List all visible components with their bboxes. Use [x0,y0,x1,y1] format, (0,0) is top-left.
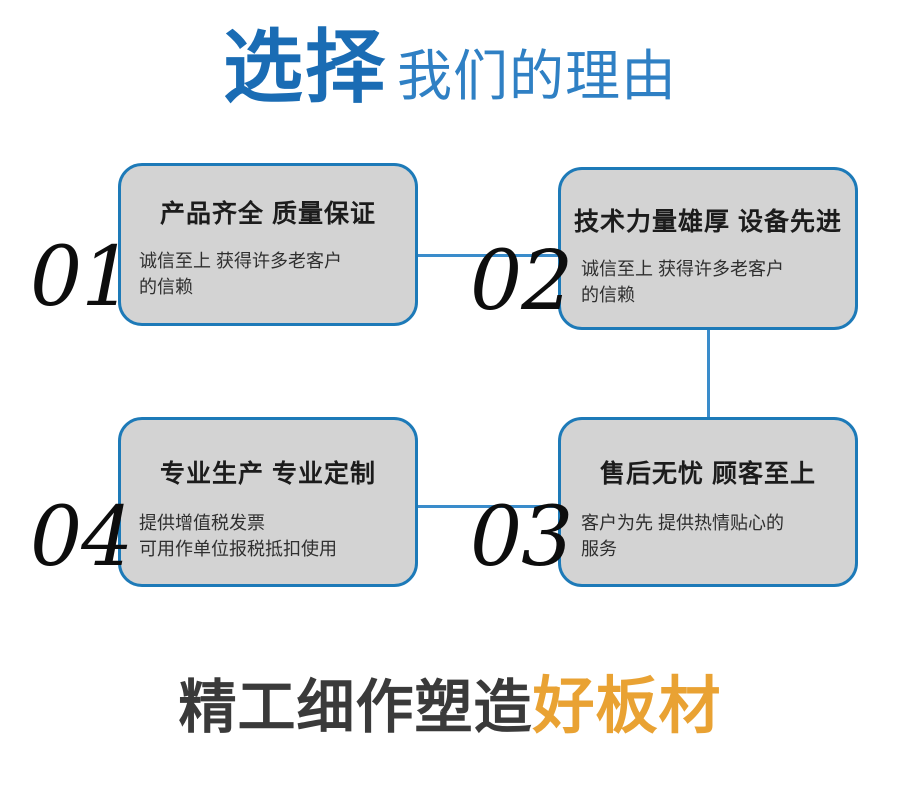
connector-card4-card3 [416,505,560,508]
feature-card-02[interactable]: 技术力量雄厚 设备先进 诚信至上 获得许多老客户 的信赖 [558,167,858,330]
page-title-light: 我们的理由 [396,45,677,107]
page-title-strong: 选择 [222,21,387,114]
feature-card-02-body: 诚信至上 获得许多老客户 的信赖 [581,259,784,306]
feature-card-04[interactable]: 专业生产 专业定制 提供增值税发票 可用作单位报税抵扣使用 [118,417,418,587]
card-number-02: 02 [470,234,573,329]
card-number-01: 01 [30,230,133,325]
connector-card2-card3 [707,328,710,419]
connector-card1-card2 [416,254,560,257]
feature-card-03[interactable]: 售后无忧 顾客至上 客户为先 提供热情贴心的 服务 [558,417,858,587]
page-title: 选择我们的理由 [0,28,900,108]
feature-card-03-body: 客户为先 提供热情贴心的 服务 [581,513,784,560]
feature-card-03-title: 售后无忧 顾客至上 [600,460,816,488]
footer-slogan-accent: 好板材 [532,669,722,742]
feature-card-01[interactable]: 产品齐全 质量保证 诚信至上 获得许多老客户 的信赖 [118,163,418,326]
feature-card-01-body: 诚信至上 获得许多老客户 的信赖 [139,251,342,298]
footer-slogan-dark: 精工细作塑造 [178,673,533,741]
footer-slogan: 精工细作塑造好板材 [0,675,900,737]
feature-card-04-title: 专业生产 专业定制 [160,460,376,488]
feature-card-02-title: 技术力量雄厚 设备先进 [574,208,842,236]
feature-card-04-body: 提供增值税发票 可用作单位报税抵扣使用 [139,513,337,560]
feature-card-01-title: 产品齐全 质量保证 [160,200,376,228]
card-number-04: 04 [30,490,133,585]
card-number-03: 03 [470,490,573,585]
